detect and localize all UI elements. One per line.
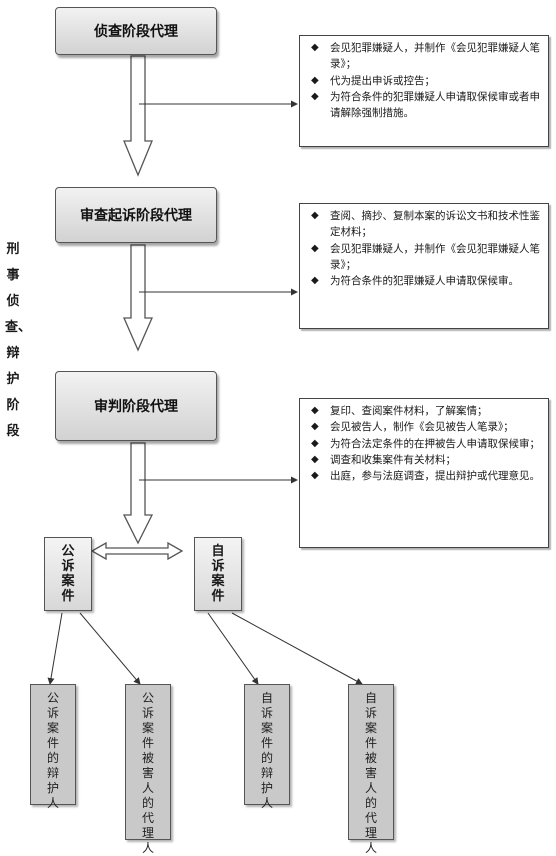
note-item: 为符合条件的犯罪嫌疑人申请取保候审。: [308, 273, 542, 289]
line-leaf-3: [207, 612, 259, 685]
note-item: 会见被告人，制作《会见被告人笔录》；: [308, 419, 542, 435]
note-item: 代为提出申诉或控告；: [308, 73, 542, 89]
note-item: 为符合条件的犯罪嫌疑人申请取保候审或者申请解除强制措施。: [308, 89, 542, 122]
notes-investigation: 会见犯罪嫌疑人，并制作《会见犯罪嫌疑人笔录》； 代为提出申诉或控告； 为符合条件…: [299, 35, 549, 147]
stage-trial-label: 审判阶段代理: [94, 399, 178, 415]
line-leaf-2: [79, 612, 141, 685]
note-item: 会见犯罪嫌疑人，并制作《会见犯罪嫌疑人笔录》；: [308, 241, 542, 274]
note-item: 复印、查阅案件材料，了解案情；: [308, 403, 542, 419]
stage-arrow-3: [122, 442, 154, 545]
leaf-private-victim-agent: 自诉案件被害人的代理人: [348, 684, 394, 855]
vertical-title: 刑事侦查、辩护阶段: [5, 237, 32, 445]
stage-arrow-2: [123, 244, 153, 352]
case-private-prosecution-label: 自诉案件: [211, 544, 225, 604]
double-arrow: [90, 541, 184, 561]
note-item: 出庭，参与法庭调查，提出辩护或代理意见。: [308, 468, 542, 484]
line-leaf-4: [231, 612, 363, 685]
stage-prosecution-review-label: 审查起诉阶段代理: [80, 208, 192, 224]
leaf-private-defender-label: 自诉案件的辩护人: [260, 691, 273, 810]
line-leaf-1: [47, 612, 63, 685]
case-private-prosecution: 自诉案件: [194, 537, 242, 611]
stage-investigation-label: 侦查阶段代理: [94, 24, 178, 40]
notes-trial: 复印、查阅案件材料，了解案情； 会见被告人，制作《会见被告人笔录》； 为符合法定…: [299, 398, 549, 548]
leaf-private-victim-agent-label: 自诉案件被害人的代理人: [364, 691, 377, 855]
note-item: 查阅、摘抄、复制本案的诉讼文书和技术性鉴定材料；: [308, 208, 542, 241]
note-item: 为符合法定条件的在押被告人申请取保候审；: [308, 436, 542, 452]
stage-investigation: 侦查阶段代理: [55, 7, 217, 55]
stage-trial: 审判阶段代理: [55, 371, 217, 441]
case-public-prosecution-label: 公诉案件: [61, 544, 75, 604]
stage-prosecution-review: 审查起诉阶段代理: [55, 187, 217, 243]
note-item: 调查和收集案件有关材料；: [308, 452, 542, 468]
case-public-prosecution: 公诉案件: [44, 537, 92, 611]
leaf-private-defender: 自诉案件的辩护人: [244, 684, 290, 810]
leaf-public-defender-label: 公诉案件的辩护人: [46, 691, 59, 810]
leaf-public-defender: 公诉案件的辩护人: [30, 684, 76, 810]
vertical-title-text: 刑事侦查、辩护阶段: [5, 242, 32, 439]
notes-prosecution-review: 查阅、摘抄、复制本案的诉讼文书和技术性鉴定材料； 会见犯罪嫌疑人，并制作《会见犯…: [299, 203, 549, 329]
stage-arrow-1: [123, 55, 153, 177]
note-item: 会见犯罪嫌疑人，并制作《会见犯罪嫌疑人笔录》；: [308, 40, 542, 73]
leaf-public-victim-agent: 公诉案件被害人的代理人: [125, 684, 171, 855]
leaf-public-victim-agent-label: 公诉案件被害人的代理人: [141, 691, 154, 855]
